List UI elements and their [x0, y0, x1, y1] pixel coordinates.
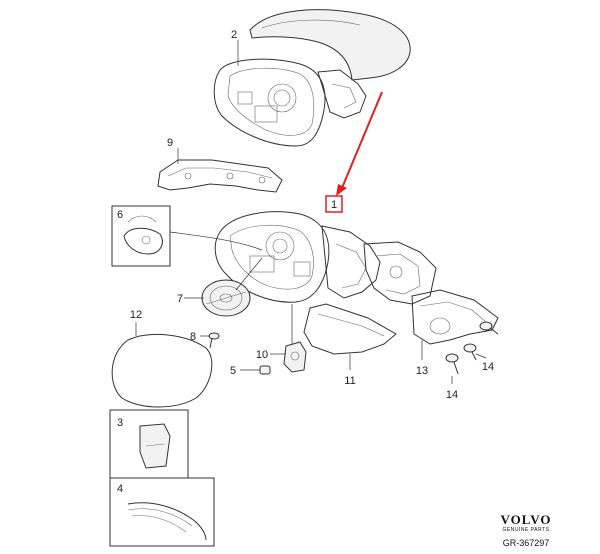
- part-8-screw: [208, 332, 220, 349]
- screw-14-middle: [463, 343, 477, 361]
- callout-1-highlight-box: [325, 195, 343, 213]
- diagram-reference: GR-367297: [503, 538, 550, 548]
- part-11-lower-cover: [303, 303, 397, 355]
- callout-5: 5: [230, 365, 236, 377]
- part-7-adjustment-motor: [201, 279, 251, 317]
- brand-logo: VOLVO: [501, 512, 552, 527]
- callout-14-left: 14: [446, 389, 458, 401]
- part-2-mirror-housing: [213, 58, 367, 147]
- callout-2: 2: [231, 29, 237, 41]
- screw-14-left: [445, 353, 459, 375]
- detail-box-4: [109, 477, 215, 547]
- callout-7: 7: [177, 293, 183, 305]
- detail-box-6: [111, 205, 171, 267]
- callout-4: 4: [117, 483, 123, 495]
- part-12-mirror-glass: [111, 333, 213, 408]
- callout-9: 9: [167, 137, 173, 149]
- callout-10: 10: [256, 349, 268, 361]
- callout-3: 3: [117, 417, 123, 429]
- detail-box-3: [109, 409, 189, 479]
- highlight-arrow: [336, 91, 383, 196]
- leader-lines: [135, 40, 487, 384]
- part-9-bracket: [157, 159, 283, 193]
- part-13-mirror-base: [363, 241, 499, 345]
- part-14-screws: [445, 321, 499, 375]
- callout-6: 6: [117, 209, 123, 221]
- brand-subtitle: GENUINE PARTS: [503, 527, 550, 533]
- callout-13: 13: [416, 365, 428, 377]
- callout-14-right: 14: [482, 361, 494, 373]
- callout-1: 1: [331, 199, 337, 211]
- screw-14-right: [479, 321, 499, 335]
- part-2-mirror-cover: [249, 9, 411, 81]
- part-5-bulb: [259, 365, 271, 375]
- callout-8: 8: [190, 331, 196, 343]
- part-10-lamp-holder: [283, 341, 307, 373]
- callout-12: 12: [130, 309, 142, 321]
- callout-11: 11: [344, 375, 355, 387]
